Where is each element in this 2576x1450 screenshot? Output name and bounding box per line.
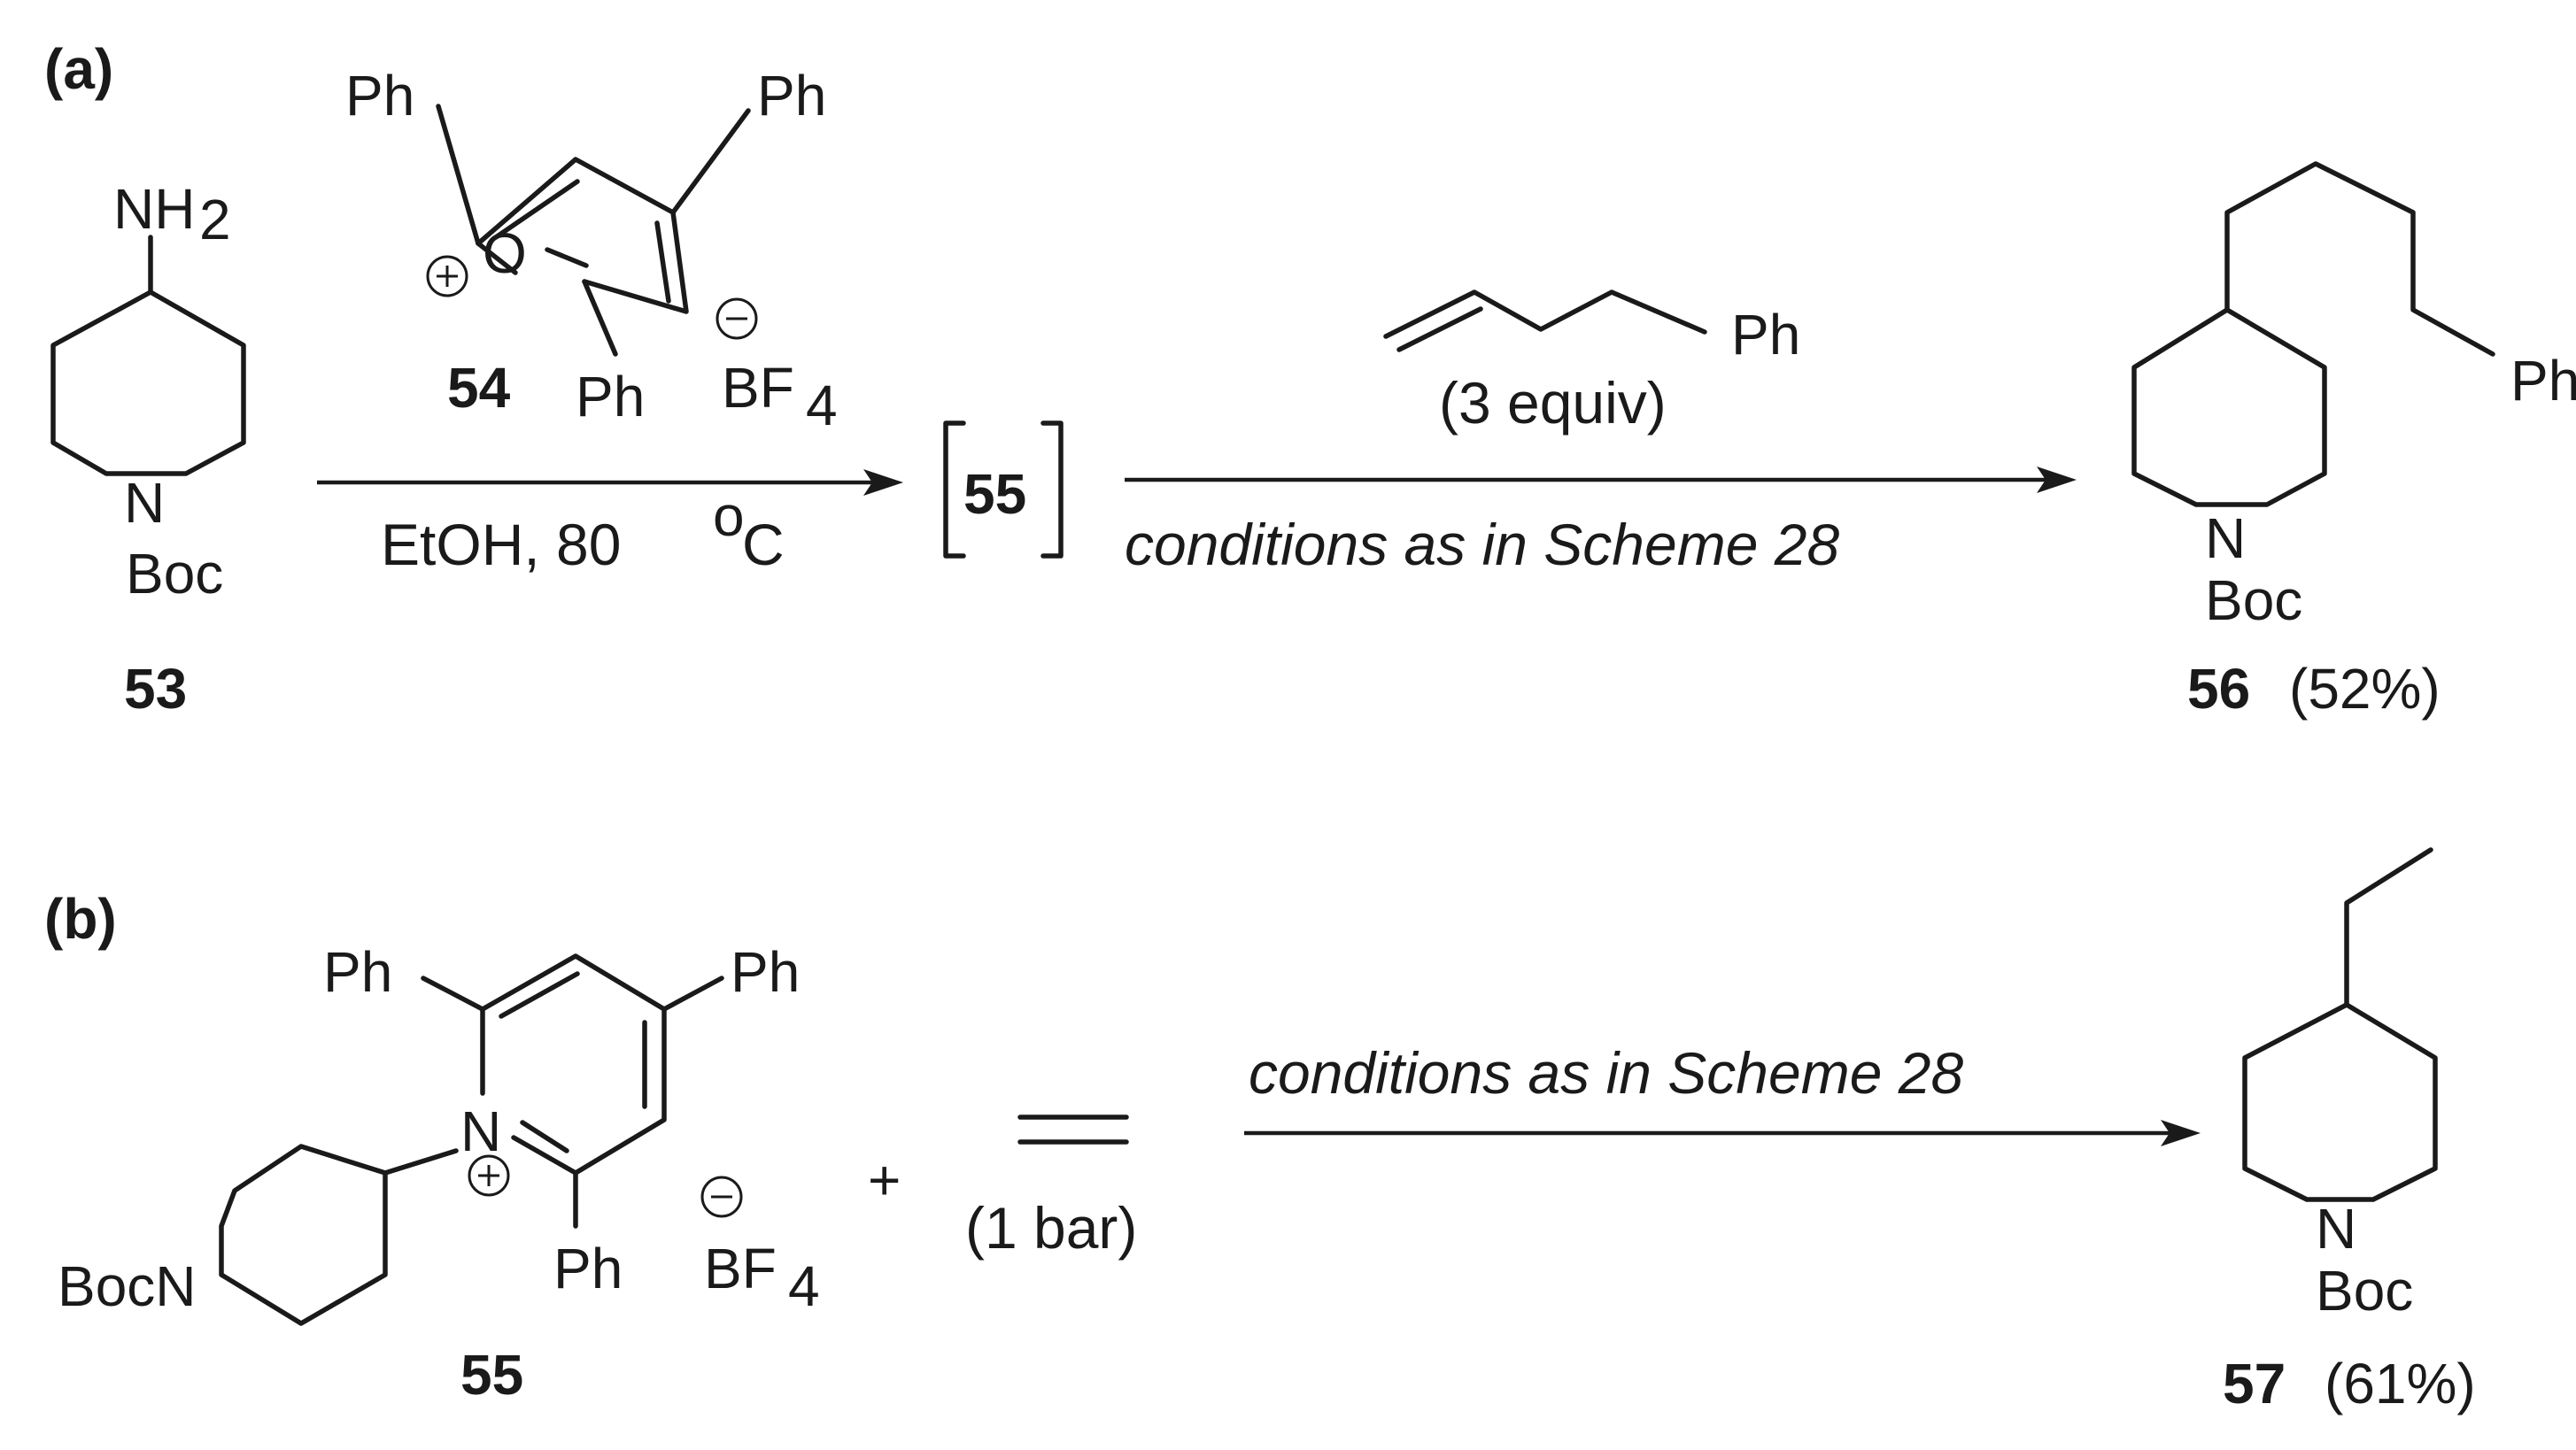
compound-55-double-bond-1 [499, 971, 580, 1019]
compound-55-ph-bottom: Ph [553, 1237, 623, 1300]
compound-55: Ph Ph Ph N BocN BF 4 55 [58, 940, 820, 1407]
compound-55-counterion: BF [704, 1237, 777, 1300]
reaction-arrow-3 [1244, 1120, 2201, 1146]
compound-54-number: 54 [447, 356, 511, 420]
compound-55-nitrogen: N [460, 1099, 501, 1163]
compound-54-negative-charge [716, 297, 758, 340]
compound-54-double-bond-3 [545, 247, 589, 268]
compound-54-ph-bottom: Ph [576, 365, 645, 428]
ethylene-pressure: (1 bar) [965, 1195, 1137, 1261]
compound-56-ring [2131, 307, 2327, 507]
compound-54-ph-top-right: Ph [757, 64, 826, 127]
compound-55-number: 55 [460, 1343, 523, 1407]
compound-55-ph-bond-left [421, 976, 485, 1012]
compound-54-counterion-subscript: 4 [806, 374, 838, 437]
compound-54-oxygen: O [483, 221, 527, 285]
arrow-1-condition: EtOH, 80 [381, 512, 621, 577]
compound-55-piperidine-ring [219, 1144, 388, 1326]
arrow-1-degree-symbol: o [713, 484, 745, 548]
compound-53-nitrogen: N [124, 471, 165, 535]
compound-55-positive-charge [468, 1154, 510, 1197]
compound-56-boc: Boc [2205, 568, 2302, 632]
compound-56-number: 56 [2187, 657, 2250, 721]
intermediate-55-number: 55 [963, 462, 1026, 526]
panel-a-label: (a) [44, 37, 113, 101]
compound-57-nitrogen: N [2316, 1197, 2356, 1261]
compound-55-counterion-subscript: 4 [788, 1254, 820, 1318]
compound-56-yield: (52%) [2289, 657, 2441, 721]
compound-54-positive-charge [426, 255, 468, 297]
compound-57-ring [2242, 1002, 2438, 1202]
compound-54: Ph Ph Ph O BF 4 54 [345, 64, 838, 437]
arrow-1-temperature-unit: C [742, 512, 785, 577]
compound-55-ph-top-left: Ph [323, 940, 392, 1004]
compound-53-amine-subscript: 2 [199, 188, 231, 251]
compound-55-double-bond-3 [520, 1120, 569, 1153]
compound-54-double-bond-2 [654, 220, 671, 304]
compound-53-boc: Boc [126, 542, 223, 605]
ethylene [1017, 1114, 1129, 1145]
compound-54-ph-bond-left [436, 104, 481, 246]
compound-55-negative-charge [700, 1176, 743, 1218]
compound-54-double-bond-1 [493, 179, 580, 240]
compound-55-pyridinium-ring [480, 953, 667, 1176]
compound-55-boc-n: BocN [58, 1254, 197, 1318]
compound-54-ph-bond-right [670, 108, 751, 215]
arrow-3-condition: conditions as in Scheme 28 [1249, 1040, 1963, 1106]
compound-57: N Boc 57 (61%) [2223, 847, 2476, 1415]
intermediate-55-brackets [943, 420, 1064, 559]
compound-57-boc: Boc [2316, 1259, 2413, 1323]
panel-b-label: (b) [44, 887, 117, 951]
reaction-arrow-1 [317, 469, 903, 496]
compound-56-side-chain [2224, 161, 2495, 357]
compound-54-ph-top-left: Ph [345, 64, 414, 127]
compound-55-n-c-bond [383, 1148, 459, 1176]
compound-53-amine-label: NH [113, 177, 195, 241]
compound-54-ring-o-bond [476, 241, 518, 275]
compound-53: NH 2 N Boc 53 [50, 177, 246, 721]
compound-54-ph-bond-bottom [582, 279, 618, 357]
reaction-arrow-2 [1125, 467, 2077, 493]
reagent-alkene [1383, 289, 1707, 352]
compound-53-number: 53 [124, 657, 187, 721]
reagent-equiv: (3 equiv) [1439, 370, 1667, 436]
plus-sign: + [868, 1148, 901, 1212]
compound-54-counterion: BF [722, 356, 794, 420]
arrow-2-condition: conditions as in Scheme 28 [1125, 512, 1839, 577]
compound-56-ph: Ph [2510, 349, 2576, 413]
compound-56-nitrogen: N [2205, 506, 2246, 570]
compound-53-ring [50, 289, 246, 476]
compound-56: Ph N Boc 56 (52%) [2131, 161, 2576, 721]
reagent-ph: Ph [1731, 303, 1800, 366]
compound-55-ph-top-right: Ph [731, 940, 800, 1004]
compound-55-ph-bond-right [661, 976, 724, 1012]
compound-57-yield: (61%) [2325, 1352, 2476, 1415]
compound-57-ethyl [2344, 847, 2433, 1007]
compound-57-number: 57 [2223, 1352, 2286, 1415]
